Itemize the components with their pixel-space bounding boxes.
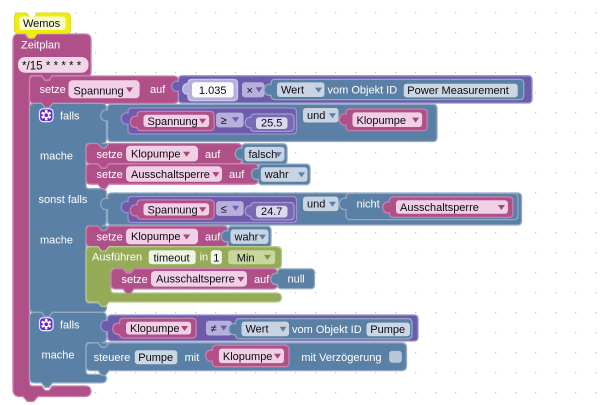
svg-text:1: 1 — [213, 252, 219, 264]
svg-text:Min: Min — [237, 252, 255, 264]
svg-text:setze: setze — [122, 274, 148, 286]
svg-text:falls: falls — [60, 110, 80, 122]
svg-text:Power Measurement: Power Measurement — [407, 85, 509, 97]
svg-text:Ausführen: Ausführen — [92, 252, 142, 264]
svg-text:setze: setze — [97, 169, 123, 181]
svg-text:Klopumpe: Klopumpe — [223, 351, 273, 363]
svg-text:in: in — [200, 252, 209, 264]
svg-text:vom Objekt ID: vom Objekt ID — [328, 85, 398, 97]
svg-text:Klopumpe: Klopumpe — [131, 231, 181, 243]
svg-text:Wemos: Wemos — [23, 18, 61, 30]
svg-text:mache: mache — [40, 150, 73, 162]
svg-text:Wert: Wert — [281, 84, 304, 96]
svg-text:und: und — [307, 199, 325, 211]
svg-text:setze: setze — [97, 232, 123, 244]
svg-text:Pumpe: Pumpe — [370, 324, 405, 336]
svg-text:Klopumpe: Klopumpe — [130, 323, 180, 335]
svg-text:falls: falls — [60, 319, 80, 331]
svg-text:Spannung: Spannung — [148, 116, 198, 128]
svg-text:auf: auf — [229, 169, 245, 181]
svg-text:setze: setze — [40, 84, 66, 96]
svg-text:vom Objekt ID: vom Objekt ID — [292, 324, 362, 336]
svg-text:Pumpe: Pumpe — [138, 352, 173, 364]
svg-text:≠: ≠ — [211, 323, 217, 335]
svg-text:mache: mache — [40, 235, 73, 247]
svg-text:auf: auf — [150, 84, 166, 96]
svg-text:auf: auf — [205, 232, 221, 244]
svg-text:Spannung: Spannung — [74, 85, 124, 97]
svg-text:timeout: timeout — [154, 252, 190, 264]
svg-text:*/15 * * * * *: */15 * * * * * — [22, 59, 82, 72]
svg-text:mit Verzögerung: mit Verzögerung — [301, 352, 381, 364]
svg-text:mit: mit — [185, 352, 200, 364]
svg-text:sonst falls: sonst falls — [39, 194, 88, 206]
svg-text:24.7: 24.7 — [261, 206, 282, 218]
svg-text:und: und — [307, 110, 325, 122]
svg-text:wahr: wahr — [264, 169, 289, 181]
svg-text:mache: mache — [42, 349, 75, 361]
svg-text:≥: ≥ — [221, 115, 227, 127]
svg-text:falsch: falsch — [249, 149, 278, 161]
svg-text:steuere: steuere — [94, 352, 131, 364]
svg-text:setze: setze — [97, 149, 123, 161]
svg-text:Klopumpe: Klopumpe — [131, 148, 181, 160]
svg-text:Ausschaltsperre: Ausschaltsperre — [400, 202, 479, 214]
svg-text:Wert: Wert — [246, 324, 269, 336]
svg-text:×: × — [247, 85, 253, 97]
svg-text:auf: auf — [205, 149, 221, 161]
svg-text:null: null — [288, 274, 305, 286]
svg-text:Ausschaltsperre: Ausschaltsperre — [131, 169, 210, 181]
svg-text:auf: auf — [254, 274, 270, 286]
svg-text:Ausschaltsperre: Ausschaltsperre — [156, 274, 235, 286]
svg-text:1.035: 1.035 — [199, 85, 227, 97]
svg-text:wahr: wahr — [234, 231, 259, 243]
svg-text:25.5: 25.5 — [261, 118, 282, 130]
svg-text:Klopumpe: Klopumpe — [357, 115, 407, 127]
svg-text:nicht: nicht — [357, 198, 380, 210]
svg-text:≤: ≤ — [221, 204, 227, 216]
svg-text:Zeitplan: Zeitplan — [21, 40, 60, 52]
svg-text:Spannung: Spannung — [148, 205, 198, 217]
